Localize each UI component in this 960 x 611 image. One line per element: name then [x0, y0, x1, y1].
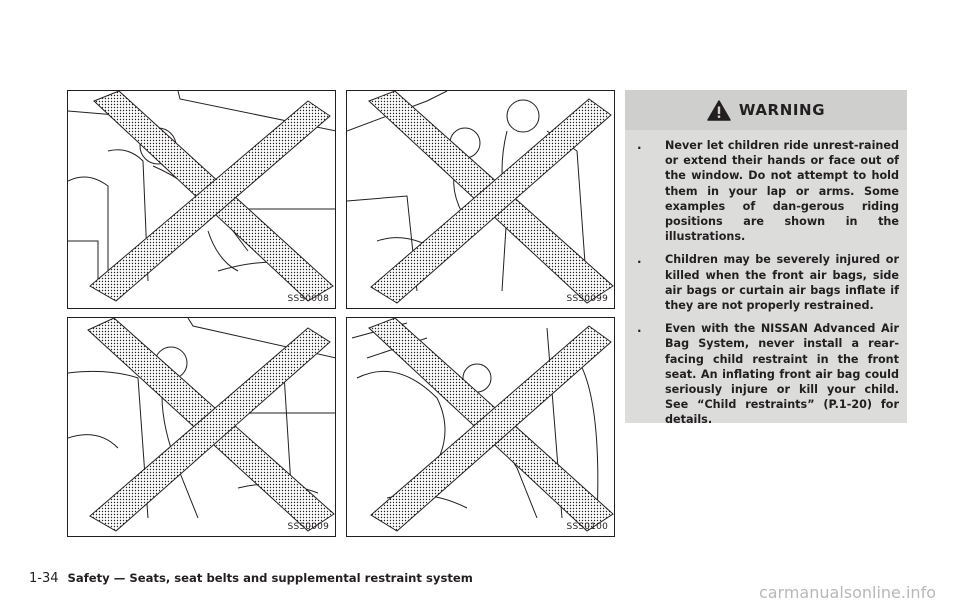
illustration-child-standing-on-seat [68, 318, 335, 532]
page-number: 1-34 [29, 571, 59, 586]
section-title: Safety — Seats, seat belts and supplemen… [67, 571, 473, 585]
illustration-child-at-window [68, 91, 335, 302]
figure-sss0008: SSS0008 [67, 90, 336, 309]
figure-code: SSS0099 [566, 294, 608, 304]
warning-item: . Even with the NISSAN Advanced Air Bag … [637, 321, 899, 427]
bullet: . [637, 138, 642, 152]
warning-list: . Never let children ride unrest-rained … [637, 138, 899, 436]
figure-code: SSS0100 [566, 522, 608, 532]
prohibited-x-stroke [89, 327, 331, 532]
illustration-child-between-seats [347, 91, 614, 304]
prohibited-x-stroke [370, 325, 612, 532]
warning-triangle-icon [707, 99, 731, 121]
figure-code: SSS0009 [287, 522, 329, 532]
prohibited-x-stroke [370, 98, 612, 304]
figure-sss0100: SSS0100 [346, 317, 615, 537]
bullet: . [637, 252, 642, 267]
warning-header: WARNING [625, 90, 907, 130]
prohibited-x-stroke [89, 100, 331, 302]
warning-box: WARNING . Never let children ride unrest… [625, 90, 907, 426]
warning-item-text: Never let children ride unrest-rained or… [665, 139, 899, 244]
warning-item-text: Children may be severely injured or kill… [665, 253, 899, 313]
illustration-rear-facing-restraint-airbag [351, 318, 614, 532]
figure-sss0009: SSS0009 [67, 317, 336, 537]
figure-sss0099: SSS0099 [346, 90, 615, 309]
warning-item: . Children may be severely injured or ki… [637, 252, 899, 313]
warning-item: . Never let children ride unrest-rained … [637, 138, 899, 244]
warning-title: WARNING [738, 101, 826, 119]
page-footer: 1-34 Safety — Seats, seat belts and supp… [29, 571, 473, 586]
bullet: . [637, 321, 642, 336]
warning-item-text: Even with the NISSAN Advanced Air Bag Sy… [665, 322, 899, 427]
watermark: carmanualsonline.info [758, 583, 936, 602]
figure-code: SSS0008 [287, 294, 329, 304]
